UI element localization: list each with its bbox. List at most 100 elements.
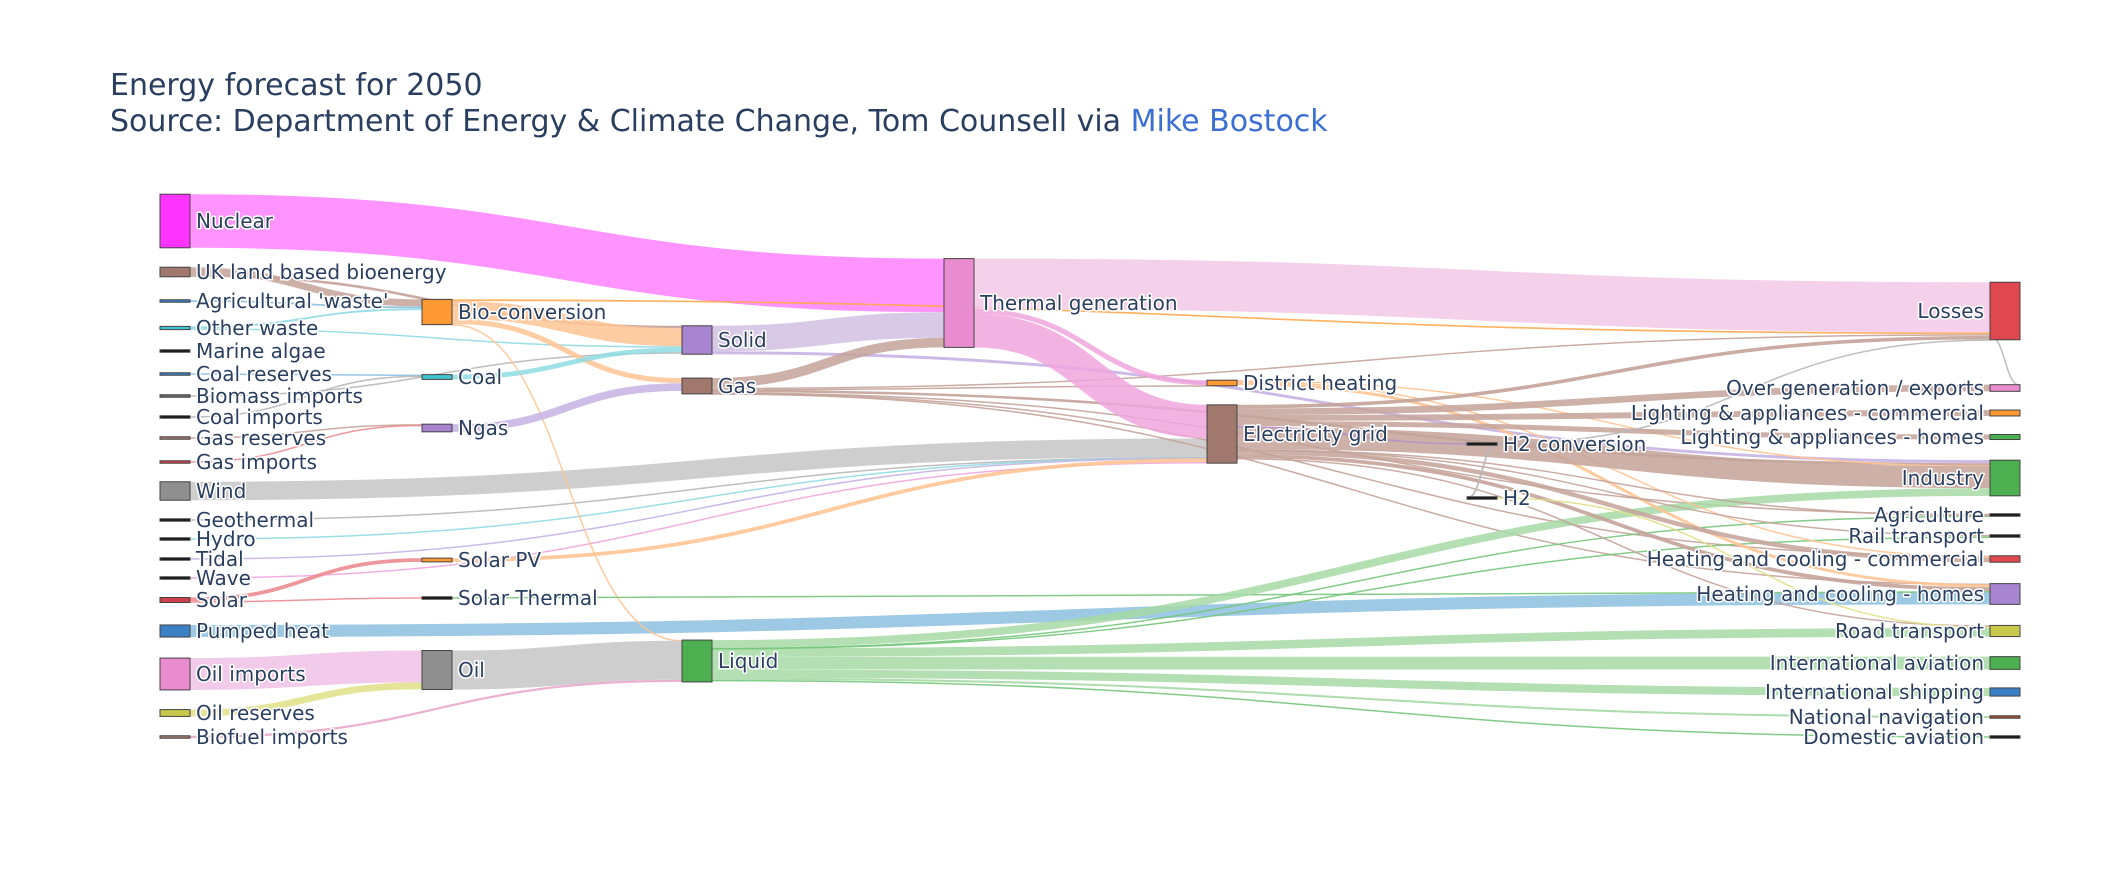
link-gas-to-hc_homes[interactable] xyxy=(711,393,1991,586)
node-rail[interactable] xyxy=(1989,534,2021,538)
node-hc_comm[interactable] xyxy=(1989,555,2021,563)
node-ngas[interactable] xyxy=(421,423,453,433)
node-la_homes[interactable] xyxy=(1989,433,2021,441)
link-wave-to-grid[interactable] xyxy=(189,461,1208,579)
link-grid-to-hc_homes[interactable] xyxy=(1236,454,1991,591)
link-grid-to-h2conv[interactable] xyxy=(1236,426,1468,445)
link-liquid-to-dom_av[interactable] xyxy=(711,679,1991,738)
node-uk_bio[interactable] xyxy=(159,266,191,278)
link-thermal-to-district[interactable] xyxy=(973,308,1208,386)
link-h2-to-road[interactable] xyxy=(1496,497,1991,629)
link-geo-to-grid[interactable] xyxy=(189,456,1208,521)
link-thermal-to-grid[interactable] xyxy=(973,313,1208,439)
link-district-to-hc_comm[interactable] xyxy=(1236,380,1991,558)
node-agri_waste[interactable] xyxy=(159,299,191,303)
link-solid-to-thermal[interactable] xyxy=(711,312,945,352)
node-h2conv[interactable] xyxy=(1466,442,1498,446)
link-solar_pv-to-grid[interactable] xyxy=(451,458,1208,562)
node-oil[interactable] xyxy=(421,650,453,690)
link-liquid-to-intl_ship[interactable] xyxy=(711,669,1991,697)
link-grid-to-industry[interactable] xyxy=(1236,427,1991,489)
link-liquid-to-nat_nav[interactable] xyxy=(711,677,1991,719)
node-solid[interactable] xyxy=(681,325,713,355)
node-coal_res[interactable] xyxy=(159,372,191,376)
node-gas_imp[interactable] xyxy=(159,460,191,464)
node-marine[interactable] xyxy=(159,349,191,353)
node-liquid[interactable] xyxy=(681,639,713,683)
node-wave[interactable] xyxy=(159,576,191,580)
link-grid-to-agriculture[interactable] xyxy=(1236,449,1991,517)
link-other_waste-to-bioconv[interactable] xyxy=(189,308,423,329)
link-nuclear-to-thermal[interactable] xyxy=(189,194,945,313)
link-solar-to-solar_pv[interactable] xyxy=(189,558,423,602)
node-overgen[interactable] xyxy=(1989,384,2021,392)
link-liquid-to-road[interactable] xyxy=(711,627,1991,657)
link-grid-to-rail[interactable] xyxy=(1236,449,1991,537)
link-wind-to-grid[interactable] xyxy=(189,438,1208,501)
link-coal_imp-to-coal[interactable] xyxy=(189,375,423,418)
link-grid-to-la_comm[interactable] xyxy=(1236,410,1991,421)
link-oil_imp-to-oil[interactable] xyxy=(189,650,423,690)
node-oil_res[interactable] xyxy=(159,709,191,717)
link-gas-to-losses[interactable] xyxy=(711,334,1991,390)
link-other_waste-to-solid[interactable] xyxy=(189,328,683,348)
mike-bostock-link[interactable]: Mike Bostock xyxy=(1131,104,1329,139)
link-hydro-to-grid[interactable] xyxy=(189,457,1208,540)
link-grid-to-overgen[interactable] xyxy=(1236,384,1991,416)
node-coal[interactable] xyxy=(421,374,453,380)
node-tidal[interactable] xyxy=(159,557,191,561)
link-coal-to-solid[interactable] xyxy=(451,347,683,380)
link-liquid-to-rail[interactable] xyxy=(711,536,1991,650)
node-pumped[interactable] xyxy=(159,624,191,638)
node-intl_ship[interactable] xyxy=(1989,687,2021,697)
node-wind[interactable] xyxy=(159,481,191,501)
link-solar-to-solar_th[interactable] xyxy=(189,597,423,603)
node-nuclear[interactable] xyxy=(159,193,191,249)
node-bioconv[interactable] xyxy=(421,298,453,326)
node-intl_av[interactable] xyxy=(1989,656,2021,670)
node-losses[interactable] xyxy=(1989,281,2021,341)
node-la_comm[interactable] xyxy=(1989,409,2021,417)
node-dom_av[interactable] xyxy=(1989,735,2021,739)
node-geo[interactable] xyxy=(159,518,191,522)
link-liquid-to-industry[interactable] xyxy=(711,488,1991,648)
link-bioconv-to-losses[interactable] xyxy=(451,299,1991,335)
link-bioconv-to-liquid[interactable] xyxy=(451,323,683,642)
node-biofuel_imp[interactable] xyxy=(159,735,191,739)
node-solar[interactable] xyxy=(159,596,191,604)
node-h2[interactable] xyxy=(1466,496,1498,500)
link-grid-to-la_homes[interactable] xyxy=(1236,420,1991,440)
node-oil_imp[interactable] xyxy=(159,657,191,691)
node-thermal[interactable] xyxy=(943,258,975,348)
link-overgen-to-losses[interactable] xyxy=(1989,335,2021,387)
link-district-to-industry[interactable] xyxy=(1236,380,1991,468)
node-agriculture[interactable] xyxy=(1989,513,2021,517)
link-grid-to-losses[interactable] xyxy=(1236,335,1991,409)
link-bioconv-to-gas[interactable] xyxy=(451,318,683,384)
node-district[interactable] xyxy=(1206,379,1238,387)
node-hydro[interactable] xyxy=(159,537,191,541)
link-thermal-to-losses[interactable] xyxy=(973,258,1991,333)
node-other_waste[interactable] xyxy=(159,325,191,331)
node-solar_pv[interactable] xyxy=(421,557,453,563)
link-district-to-hc_homes[interactable] xyxy=(1236,382,1991,588)
node-hc_homes[interactable] xyxy=(1989,583,2021,605)
link-grid-to-hc_comm[interactable] xyxy=(1236,449,1991,563)
link-gas_imp-to-ngas[interactable] xyxy=(189,424,423,463)
link-grid-to-road[interactable] xyxy=(1236,458,1991,627)
link-bioconv-to-solid[interactable] xyxy=(451,301,683,347)
link-oil-to-liquid[interactable] xyxy=(451,640,683,690)
node-industry[interactable] xyxy=(1989,459,2021,497)
link-gas-to-thermal[interactable] xyxy=(711,337,945,388)
node-coal_imp[interactable] xyxy=(159,415,191,419)
link-coal_res-to-coal[interactable] xyxy=(189,373,423,377)
link-h2conv-to-losses[interactable] xyxy=(1496,339,1991,445)
node-road[interactable] xyxy=(1989,624,2021,638)
link-tidal-to-grid[interactable] xyxy=(189,457,1208,560)
link-biofuel_imp-to-liquid[interactable] xyxy=(189,679,683,739)
node-nat_nav[interactable] xyxy=(1989,715,2021,719)
node-grid[interactable] xyxy=(1206,404,1238,464)
node-solar_th[interactable] xyxy=(421,596,453,600)
link-liquid-to-agriculture[interactable] xyxy=(711,515,1991,650)
node-gas_res[interactable] xyxy=(159,436,191,440)
